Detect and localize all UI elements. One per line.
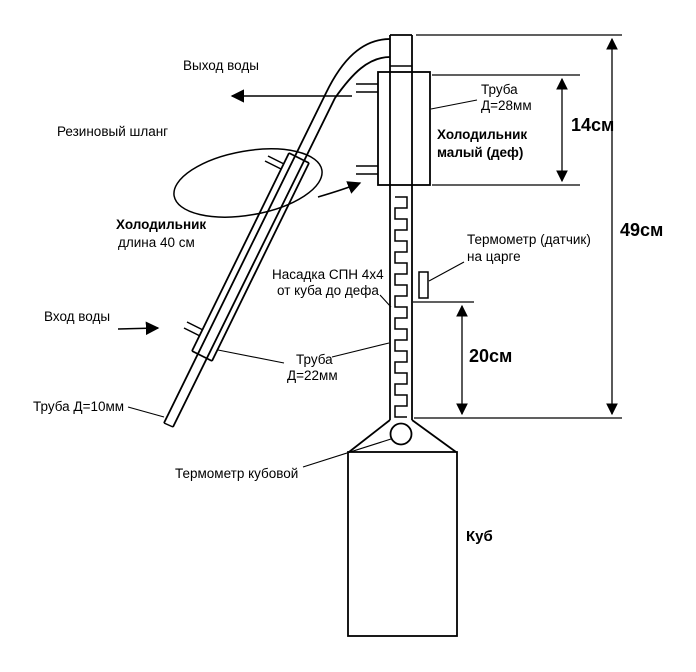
pipe-d28-pointer (430, 99, 478, 110)
pipe-d22-pointer-column (331, 342, 390, 358)
dimension-14cm (432, 74, 580, 186)
packing-label-line2: от куба до дефа (277, 283, 379, 298)
pipe-d28-label-line2: Д=28мм (481, 98, 532, 113)
cooler-tube (163, 38, 391, 428)
dimension-20cm (413, 301, 474, 416)
packing-pointer (379, 294, 392, 308)
pipe-d22-label-line2: Д=22мм (287, 368, 338, 383)
column-thermometer-sensor (418, 271, 429, 299)
water-inlet-arrow (117, 321, 160, 336)
deflegmator-label-line2: малый (деф) (437, 145, 523, 160)
pipe-d22-pointer-tube (217, 349, 285, 364)
pointer-lines (127, 99, 478, 468)
dim-14cm-label: 14см (571, 115, 614, 135)
packing-zigzag (394, 196, 408, 418)
pipe-d10-label: Труба Д=10мм (33, 399, 124, 414)
column-thermo-label-line2: на царге (467, 249, 521, 264)
flow-arrows (117, 89, 352, 336)
column-thermo-pointer (428, 261, 465, 282)
pipe-d22-label-line1: Труба (296, 352, 333, 367)
cube-body (347, 419, 458, 637)
column-pipe (389, 34, 413, 420)
pipe-d28-label-line1: Труба (481, 82, 518, 97)
deflegmator-jacket (356, 71, 431, 186)
cube-thermometer-port (389, 422, 413, 446)
packing-label-line1: Насадка СПН 4х4 (272, 267, 384, 282)
cube-label: Куб (466, 528, 493, 545)
rubber-hose-loop (173, 148, 362, 218)
water-inlet-label: Вход воды (44, 309, 110, 324)
rubber-hose-label: Резиновый шланг (57, 124, 168, 139)
cooler-length-label: длина 40 см (118, 235, 195, 250)
labels: Выход воды Резиновый шланг Холодильник д… (33, 58, 663, 545)
water-outlet-label: Выход воды (183, 58, 259, 73)
dim-49cm-label: 49см (620, 220, 663, 240)
column-thermo-label-line1: Термометр (датчик) (467, 232, 591, 247)
cooler-jacket (183, 152, 310, 362)
deflegmator-label-line1: Холодильник (437, 127, 527, 142)
cooler-name-label: Холодильник (116, 217, 206, 232)
cube-thermo-pointer (302, 438, 392, 468)
pipe-d10-pointer (127, 406, 165, 418)
dim-20cm-label: 20см (469, 346, 512, 366)
cube-thermo-label: Термометр кубовой (175, 466, 298, 481)
dimension-49cm (414, 34, 622, 419)
